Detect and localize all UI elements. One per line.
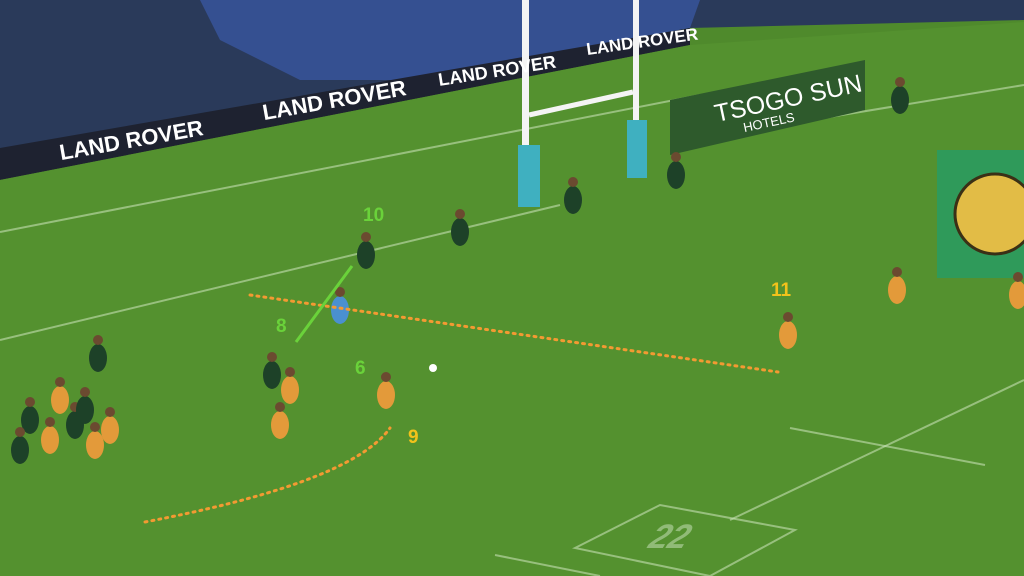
player-head bbox=[783, 312, 793, 322]
players bbox=[11, 77, 1024, 464]
label-9: 9 bbox=[408, 427, 419, 448]
player-head bbox=[93, 335, 103, 345]
player bbox=[451, 218, 469, 246]
player-head bbox=[1013, 272, 1023, 282]
label-6: 6 bbox=[355, 358, 366, 379]
player bbox=[281, 376, 299, 404]
player bbox=[888, 276, 906, 304]
player-head bbox=[267, 352, 277, 362]
player bbox=[1009, 281, 1024, 309]
player bbox=[331, 296, 349, 324]
blue-seats bbox=[200, 0, 700, 80]
player-head bbox=[671, 152, 681, 162]
tree-logo bbox=[953, 172, 1024, 256]
rugby-ball bbox=[429, 364, 437, 372]
player-head bbox=[455, 209, 465, 219]
hotel-board bbox=[670, 60, 865, 155]
player bbox=[779, 321, 797, 349]
label-8: 8 bbox=[276, 316, 287, 337]
pass-line bbox=[248, 293, 780, 374]
player bbox=[11, 436, 29, 464]
orange-dotted-lines bbox=[143, 293, 780, 524]
player bbox=[377, 381, 395, 409]
goal-posts bbox=[518, 0, 647, 207]
player bbox=[21, 406, 39, 434]
player-head bbox=[381, 372, 391, 382]
green-link-line bbox=[294, 265, 354, 343]
player bbox=[89, 344, 107, 372]
player-head bbox=[45, 417, 55, 427]
player bbox=[667, 161, 685, 189]
player bbox=[357, 241, 375, 269]
player bbox=[891, 86, 909, 114]
player-head bbox=[275, 402, 285, 412]
player-head bbox=[105, 407, 115, 417]
label-10: 10 bbox=[363, 205, 385, 226]
player-head bbox=[335, 287, 345, 297]
player-head bbox=[361, 232, 371, 242]
player bbox=[271, 411, 289, 439]
player bbox=[564, 186, 582, 214]
player-head bbox=[25, 397, 35, 407]
player-head bbox=[895, 77, 905, 87]
kick-arc bbox=[143, 426, 392, 524]
player-head bbox=[55, 377, 65, 387]
player-head bbox=[80, 387, 90, 397]
grass bbox=[0, 22, 1024, 576]
player-head bbox=[568, 177, 578, 187]
player-head bbox=[15, 427, 25, 437]
ad-boards bbox=[0, 28, 690, 180]
player-head bbox=[90, 422, 100, 432]
field-lines bbox=[0, 84, 1024, 576]
player bbox=[86, 431, 104, 459]
player-head bbox=[892, 267, 902, 277]
player bbox=[51, 386, 69, 414]
player-head bbox=[285, 367, 295, 377]
player bbox=[41, 426, 59, 454]
player bbox=[263, 361, 281, 389]
player bbox=[101, 416, 119, 444]
player bbox=[76, 396, 94, 424]
label-11: 11 bbox=[771, 280, 792, 301]
